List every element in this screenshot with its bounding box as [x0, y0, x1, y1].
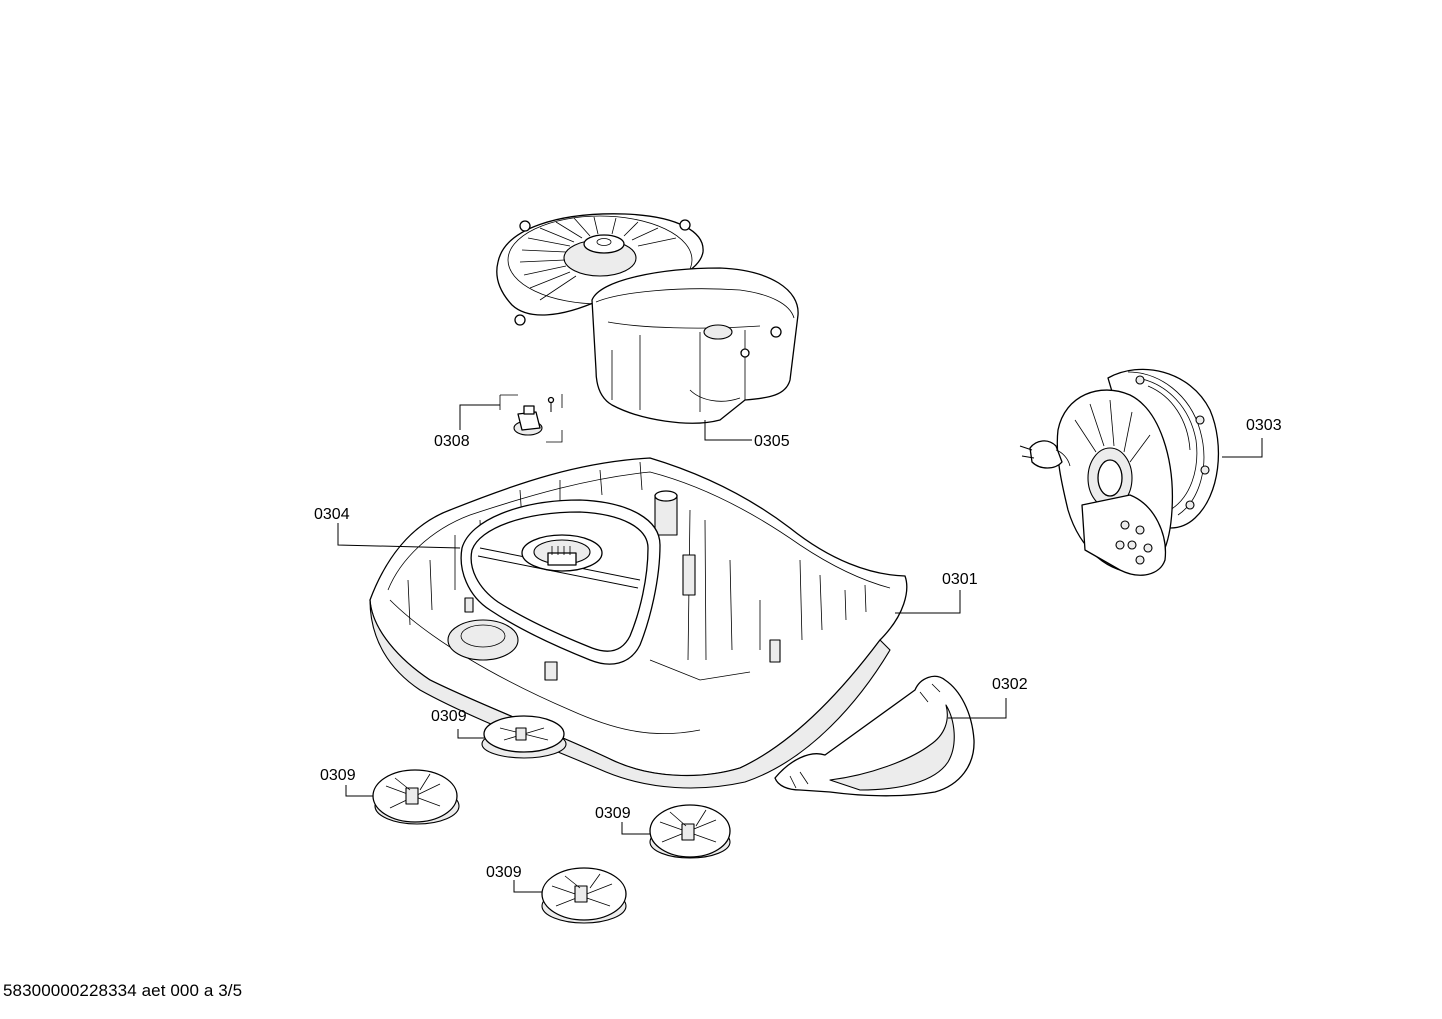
- cable-reel-icon[interactable]: [1019, 368, 1219, 576]
- callout-0303: 0303: [1246, 417, 1282, 434]
- callout-0309-a: 0309: [431, 708, 467, 725]
- connector-clip-icon[interactable]: [499, 394, 563, 443]
- callout-0309-d: 0309: [486, 864, 522, 881]
- castor-wheel-icon[interactable]: [372, 769, 460, 825]
- callout-0302: 0302: [992, 676, 1028, 693]
- seal-gasket-icon[interactable]: [460, 499, 661, 665]
- castor-wheel-icon[interactable]: [481, 715, 567, 759]
- callout-0304: 0304: [314, 506, 350, 523]
- callout-0305: 0305: [754, 433, 790, 450]
- callout-0309-c: 0309: [595, 805, 631, 822]
- callout-0301: 0301: [942, 571, 978, 588]
- callout-0308: 0308: [434, 433, 470, 450]
- motor-housing-icon[interactable]: [496, 213, 799, 424]
- carry-handle-icon[interactable]: [774, 675, 975, 797]
- castor-wheel-icon[interactable]: [541, 867, 627, 924]
- document-code: 58300000228334 aet 000 a 3/5: [3, 981, 243, 1000]
- castor-wheel-icon[interactable]: [649, 804, 731, 859]
- callout-0309-b: 0309: [320, 767, 356, 784]
